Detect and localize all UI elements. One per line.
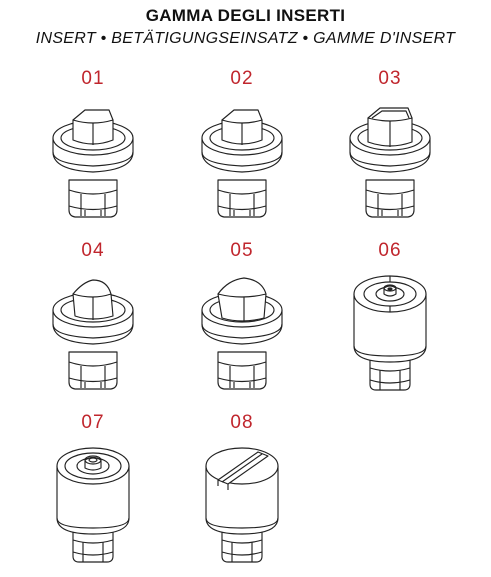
insert-05: 05: [172, 240, 312, 405]
page-subtitle: INSERT • BETÄTIGUNGSEINSATZ • GAMME D'IN…: [35, 30, 456, 47]
square-insert-icon: [172, 88, 312, 233]
insert-01: 01: [23, 68, 163, 233]
insert-06: 06: [320, 240, 460, 405]
slot-insert-icon: [172, 432, 312, 577]
insert-number: 05: [230, 240, 254, 261]
square-insert-icon: [23, 88, 163, 233]
triangle-insert-icon: [23, 260, 163, 405]
triangle-insert-icon: [172, 260, 312, 405]
insert-number: 04: [81, 240, 105, 261]
insert-07: 07: [23, 412, 163, 577]
insert-number: 01: [81, 68, 105, 89]
insert-number: 07: [81, 412, 105, 433]
insert-number: 03: [378, 68, 402, 89]
page-title: GAMMA DEGLI INSERTI: [145, 6, 346, 25]
square-insert-icon: [320, 88, 460, 233]
insert-03: 03: [320, 68, 460, 233]
insert-08: 08: [172, 412, 312, 577]
insert-04: 04: [23, 240, 163, 405]
insert-number: 06: [378, 240, 402, 261]
insert-02: 02: [172, 68, 312, 233]
insert-number: 02: [230, 68, 254, 89]
hollow-pin-insert-icon: [320, 260, 460, 405]
insert-number: 08: [230, 412, 254, 433]
hollow-pin-insert-icon: [23, 432, 163, 577]
